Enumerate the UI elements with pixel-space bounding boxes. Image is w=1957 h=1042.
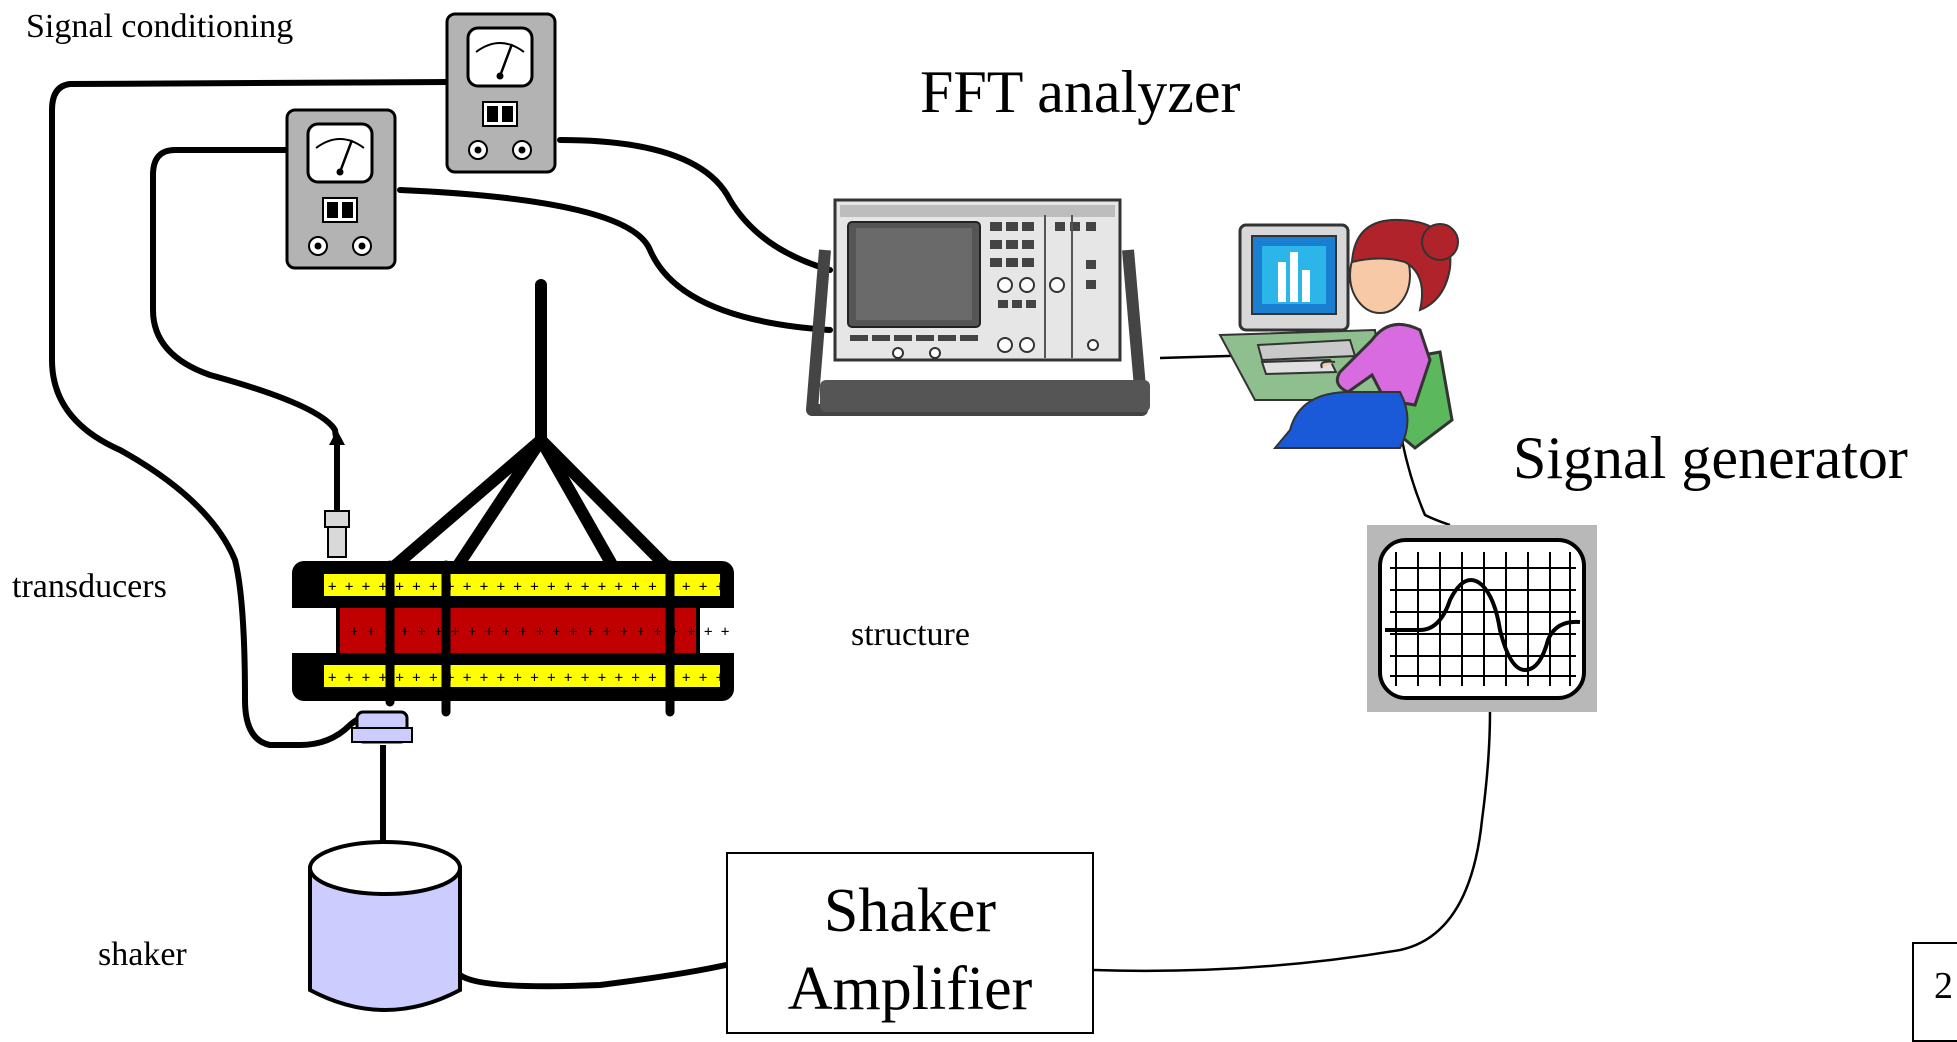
beam-plus-marks: + + + + + + + + + + + + + + + + + + + + … bbox=[328, 670, 724, 686]
transducer-icon bbox=[324, 445, 350, 558]
shaker-label: shaker bbox=[98, 936, 187, 973]
meter-icon bbox=[445, 12, 557, 174]
beam-plus-marks: + + + + + + + + + + + + + + + + + + + + … bbox=[350, 624, 729, 640]
signal-generator-label: Signal generator bbox=[1513, 425, 1908, 491]
shaker-icon bbox=[308, 840, 462, 1012]
cables bbox=[49, 79, 833, 990]
meter-icon bbox=[285, 108, 397, 270]
page-number-box: 2 bbox=[1912, 942, 1957, 1042]
cable-computer-to-generator bbox=[1400, 439, 1451, 527]
transducers-label: transducers bbox=[12, 568, 167, 605]
page-number: 2 bbox=[1934, 965, 1953, 1007]
cable-shaker-to-amplifier bbox=[457, 962, 729, 990]
transducer-icon bbox=[351, 710, 413, 744]
computer-user-icon bbox=[1218, 218, 1459, 450]
beam-plus-marks: + + + + + + + + + + + + + + + + + + + + … bbox=[328, 579, 724, 595]
fft-analyzer-label: FFT analyzer bbox=[920, 59, 1241, 125]
suspension-rig bbox=[384, 279, 676, 576]
shaker-amplifier-label-line1: Shaker bbox=[823, 877, 997, 945]
cable-amplifier-to-generator bbox=[1093, 711, 1492, 973]
signal-arrow-icon bbox=[329, 430, 345, 445]
cable-meter1-to-analyzer bbox=[397, 187, 833, 333]
cable-meter1-to-accelerometer bbox=[150, 147, 340, 448]
fft-analyzer-icon bbox=[806, 198, 1150, 416]
structure-beam-icon: + + + + + + + + + + + + + + + + + + + + … bbox=[292, 560, 734, 717]
shaker-amplifier-label-line2: Amplifier bbox=[787, 955, 1033, 1023]
cable-meter2-to-analyzer bbox=[557, 137, 833, 273]
structure-label: structure bbox=[851, 616, 970, 653]
signal-generator-scope-icon bbox=[1367, 525, 1597, 712]
cable-meter2-to-force-transducer bbox=[49, 79, 453, 748]
shaker-amplifier-box: Shaker Amplifier bbox=[726, 852, 1094, 1034]
signal-conditioning-label: Signal conditioning bbox=[26, 8, 294, 45]
